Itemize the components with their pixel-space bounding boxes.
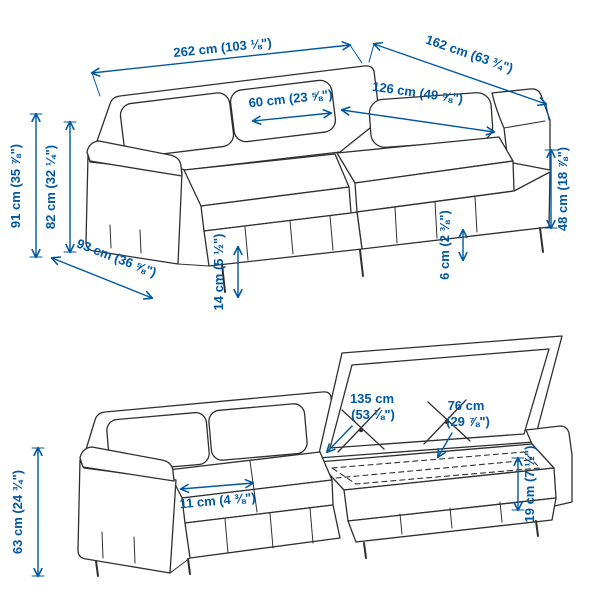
leader-storage-length [325,425,353,454]
front-skirt [184,504,341,559]
left-armrest-pad [79,446,175,482]
skirt-fold [449,507,453,529]
left-armrest-pad [86,140,183,177]
extension-line [368,43,375,63]
dim-storage-width-cm: 76 cm [448,398,485,413]
dim-storage-length-cm: 135 cm [350,391,394,406]
armrest-fold [109,224,112,249]
front-skirt [203,211,363,267]
dim-line-frame-clearance [179,478,255,494]
dim-storage-width-in: (29 ⅞") [446,414,490,429]
dim-total-width: 262 cm (103 ⅛") [173,35,273,60]
skirt-fold [499,501,503,523]
skirt-fold [224,518,229,554]
bottom-view-dimensions: 135 cm (53 ⅛") 76 cm (29 ⅞") 11 cm (4 ⅜"… [10,391,537,578]
sofa-storage-open-drawing [77,335,573,577]
dim-total-height: 91 cm (35 ⅞") [8,144,23,228]
right-armrest-edge [503,120,546,129]
sofa-leg [221,263,226,293]
sofa-leg [539,227,544,253]
storage-box-hidden-edge [335,459,531,479]
extension-line [349,44,363,64]
sofa-leg [359,249,364,277]
dim-line-total-depth [372,41,548,107]
skirt-join [169,557,191,574]
sofa-leg [187,558,191,575]
skirt-fold [434,201,438,239]
support-hinge-pin [444,419,450,425]
dim-clearance: 14 cm (5 ½") [211,234,226,311]
skirt-fold [289,220,294,255]
leader-storage-width [436,432,453,459]
back-cushion-right [208,403,308,461]
skirt-fold [394,207,398,244]
skirt-fold [329,215,334,251]
skirt-fold [474,196,478,233]
dim-storage-depth: 19 cm (7 ½") [522,446,537,523]
dim-line-total-width [90,41,352,77]
dim-line-seat-width [251,109,333,125]
dim-gap: 6 cm (2 ⅜") [437,210,452,280]
dim-frame-clearance: 11 cm (4 ⅜") [179,490,256,512]
left-armrest-body [85,154,183,265]
armrest-fold [101,531,104,559]
back-cushion-left [119,92,235,158]
dim-line-chaise-length [340,106,496,136]
dim-line-sofa-depth [50,256,154,300]
armrest-fold [133,536,136,564]
dim-total-depth: 162 cm (63 ¾") [424,32,515,76]
skirt-fold [269,512,274,549]
extension-line [545,103,550,121]
dim-seat-height: 48 cm (18 ⅞") [555,147,570,231]
skirt-fold [309,507,314,544]
dim-storage-length-in: (53 ⅛") [351,407,395,422]
skirt-fold [399,513,403,535]
sofa-leg [535,520,539,537]
sofa-leg [95,560,99,577]
armrest-fold [139,229,142,254]
chaise-skirt [347,497,557,543]
support-hinge-pin [358,427,364,433]
sofa-leg [363,542,367,559]
dim-armrest-height: 63 cm (24 ¾") [10,470,25,554]
storage-lid-inner-frame [329,348,550,449]
extension-line [91,72,101,97]
skirt-fold [244,226,249,261]
storage-box-hidden-bottom [331,451,541,485]
dim-back-height: 82 cm (32 ¼") [43,145,58,229]
skirt-join [177,263,210,267]
